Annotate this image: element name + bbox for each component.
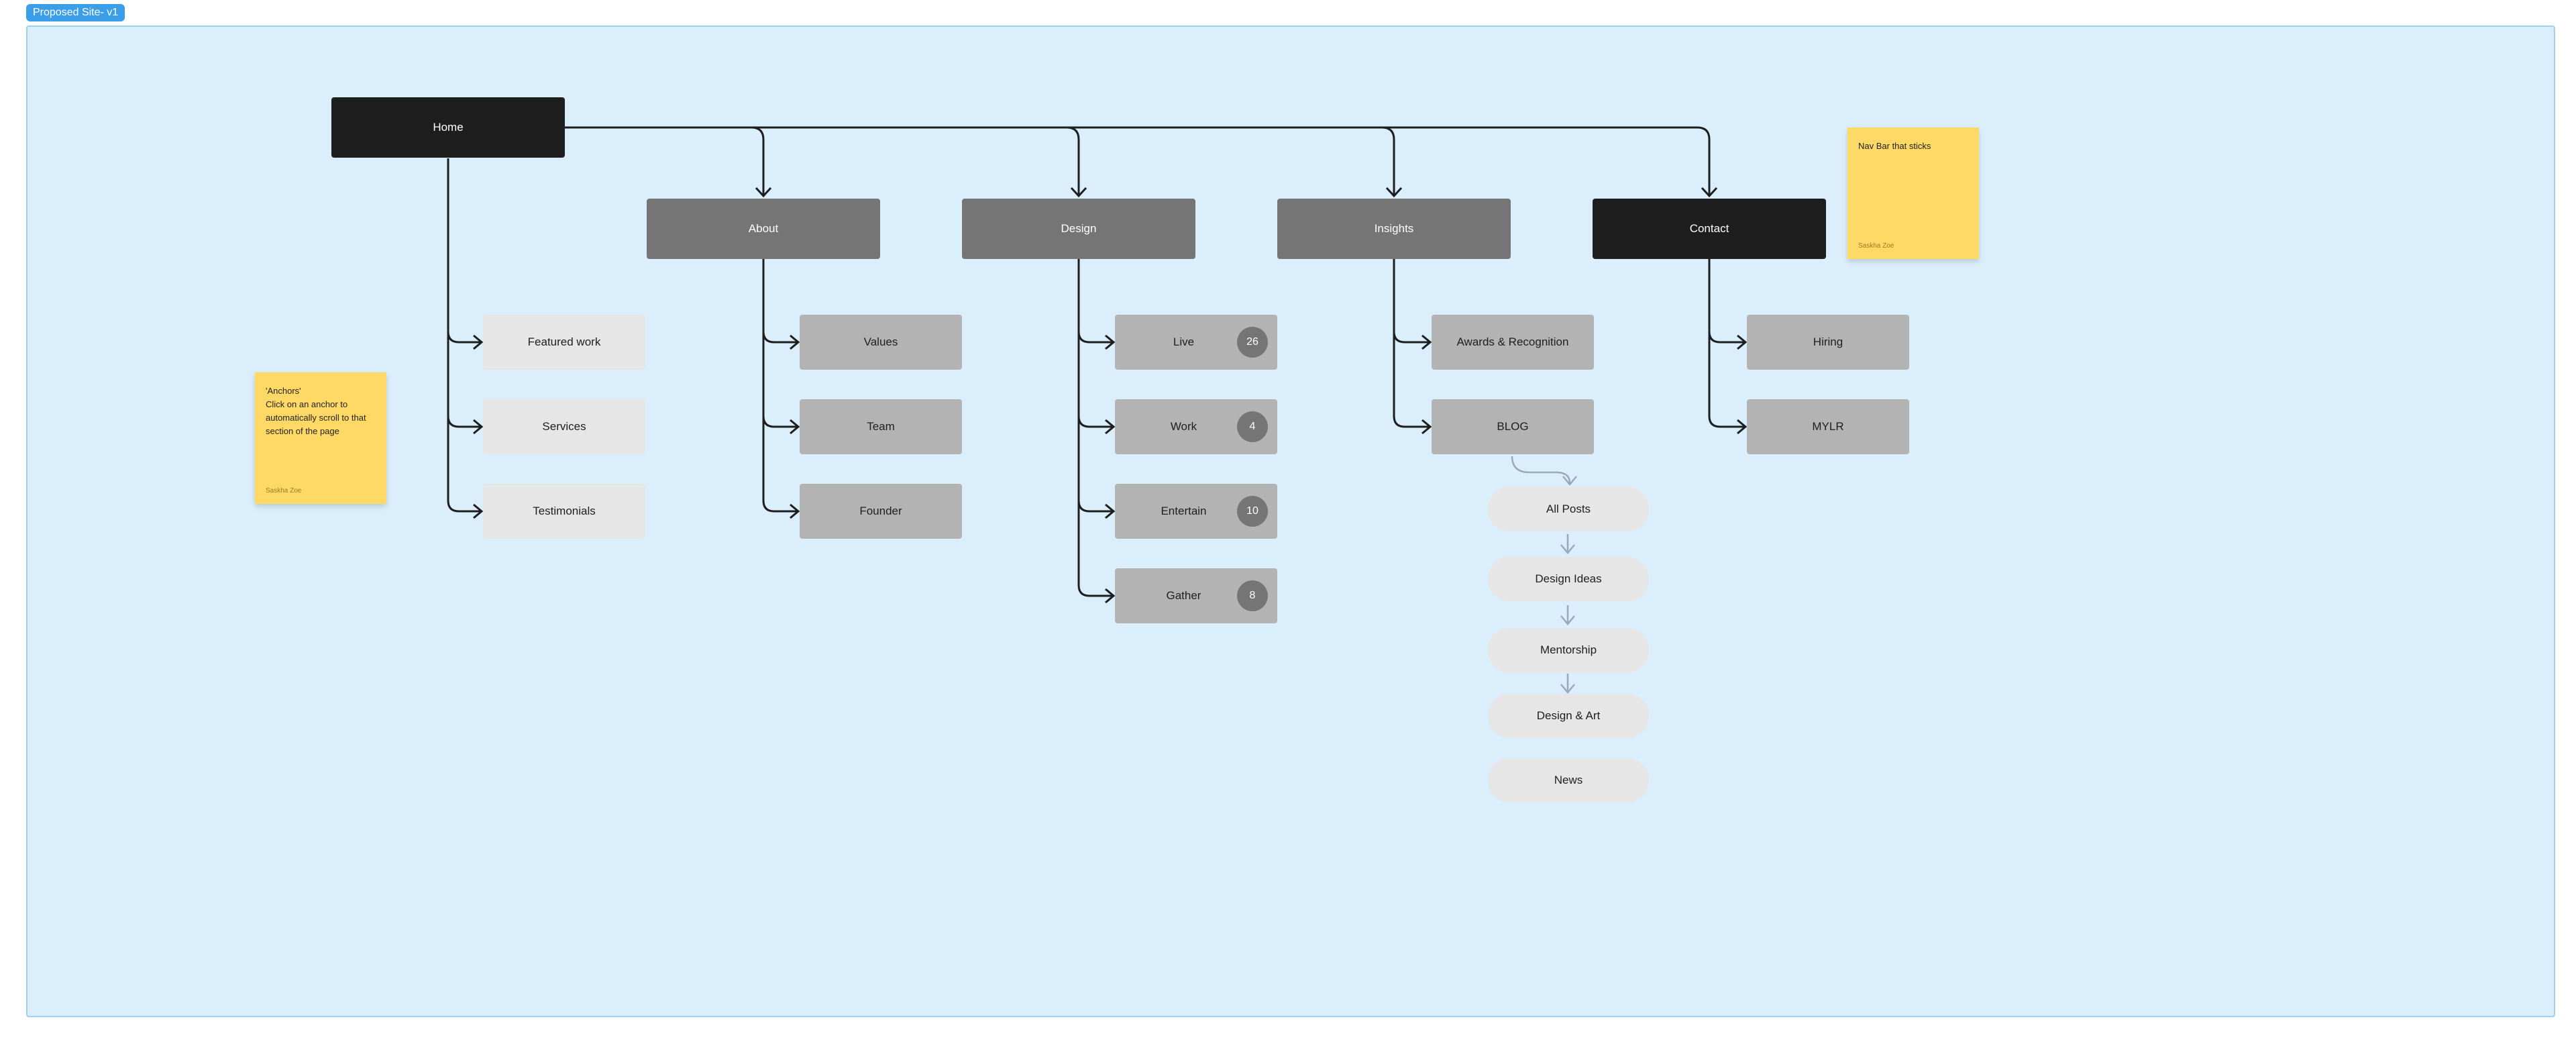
arrowhead: [473, 503, 484, 519]
count-badge: 8: [1237, 580, 1268, 611]
arrowhead: [1105, 503, 1116, 519]
node-label: Live: [1173, 335, 1195, 348]
arrowhead: [1105, 588, 1116, 604]
node-awards[interactable]: Awards & Recognition: [1432, 315, 1594, 370]
node-label: Gather: [1166, 589, 1201, 602]
node-values[interactable]: Values: [800, 315, 962, 370]
connector-entertain: [1077, 500, 1112, 513]
connector-home-children: [447, 158, 480, 513]
connector-insights: [1381, 126, 1395, 195]
node-news[interactable]: News: [1488, 758, 1649, 802]
node-blog[interactable]: BLOG: [1432, 399, 1594, 454]
arrowhead: [1737, 419, 1748, 435]
node-entertain[interactable]: Entertain 10: [1115, 484, 1277, 539]
node-hiring[interactable]: Hiring: [1747, 315, 1909, 370]
node-label: Work: [1170, 420, 1197, 433]
sticky-anchors[interactable]: 'Anchors' Click on an anchor to automati…: [255, 372, 386, 504]
connector-blog-posts: [1511, 456, 1571, 484]
connector-bus: [565, 126, 1711, 195]
connector-services: [447, 415, 480, 428]
arrowhead: [1105, 419, 1116, 435]
node-work[interactable]: Work 4: [1115, 399, 1277, 454]
count-badge: 26: [1237, 327, 1268, 358]
node-design-ideas[interactable]: Design Ideas: [1488, 557, 1649, 601]
node-gather[interactable]: Gather 8: [1115, 568, 1277, 623]
arrowhead: [1421, 419, 1432, 435]
arrowhead: [473, 334, 484, 350]
node-home[interactable]: Home: [331, 97, 565, 158]
sticky-text: 'Anchors' Click on an anchor to automati…: [266, 386, 366, 436]
arrowhead: [1421, 334, 1432, 350]
arrowhead: [1105, 334, 1116, 350]
sticky-text: Nav Bar that sticks: [1858, 141, 1931, 151]
connector-contact-children: [1708, 259, 1744, 428]
connector-values: [762, 331, 797, 344]
arrowhead: [1560, 544, 1575, 554]
arrowhead: [1560, 684, 1575, 694]
connector-hiring: [1708, 331, 1744, 344]
connector-awards: [1393, 331, 1429, 344]
node-mylr[interactable]: MYLR: [1747, 399, 1909, 454]
node-live[interactable]: Live 26: [1115, 315, 1277, 370]
node-mentorship[interactable]: Mentorship: [1488, 628, 1649, 672]
arrowhead: [1070, 187, 1087, 198]
arrowhead: [755, 187, 772, 198]
connector-live: [1077, 331, 1112, 344]
arrowhead: [1560, 615, 1575, 625]
node-contact[interactable]: Contact: [1593, 199, 1826, 259]
arrowhead: [790, 503, 800, 519]
connector-about: [751, 126, 765, 195]
node-design-art[interactable]: Design & Art: [1488, 694, 1649, 738]
connector-design: [1066, 126, 1080, 195]
connector-team: [762, 415, 797, 428]
node-testimonials[interactable]: Testimonials: [483, 484, 645, 539]
node-team[interactable]: Team: [800, 399, 962, 454]
arrowhead: [790, 334, 800, 350]
arrowhead: [1701, 187, 1718, 198]
connector-design-children: [1077, 259, 1112, 597]
sticky-navbar[interactable]: Nav Bar that sticks Saskha Zoe: [1847, 127, 1979, 259]
connector-featured: [447, 331, 480, 344]
connector-work: [1077, 415, 1112, 428]
arrowhead: [1737, 334, 1748, 350]
arrowhead: [790, 419, 800, 435]
node-label: Entertain: [1161, 505, 1207, 517]
node-design[interactable]: Design: [962, 199, 1195, 259]
node-all-posts[interactable]: All Posts: [1488, 487, 1649, 531]
node-services[interactable]: Services: [483, 399, 645, 454]
arrowhead: [1385, 187, 1403, 198]
frame-label[interactable]: Proposed Site- v1: [26, 4, 125, 21]
count-badge: 4: [1237, 411, 1268, 442]
node-founder[interactable]: Founder: [800, 484, 962, 539]
sticky-author: Saskha Zoe: [1858, 242, 1894, 250]
connector-insights-children: [1393, 259, 1429, 428]
node-featured-work[interactable]: Featured work: [483, 315, 645, 370]
node-insights[interactable]: Insights: [1277, 199, 1511, 259]
connector-about-children: [762, 259, 797, 513]
arrowhead: [1562, 476, 1577, 486]
count-badge: 10: [1237, 496, 1268, 527]
sticky-author: Saskha Zoe: [266, 487, 302, 495]
node-about[interactable]: About: [647, 199, 880, 259]
arrowhead: [473, 419, 484, 435]
